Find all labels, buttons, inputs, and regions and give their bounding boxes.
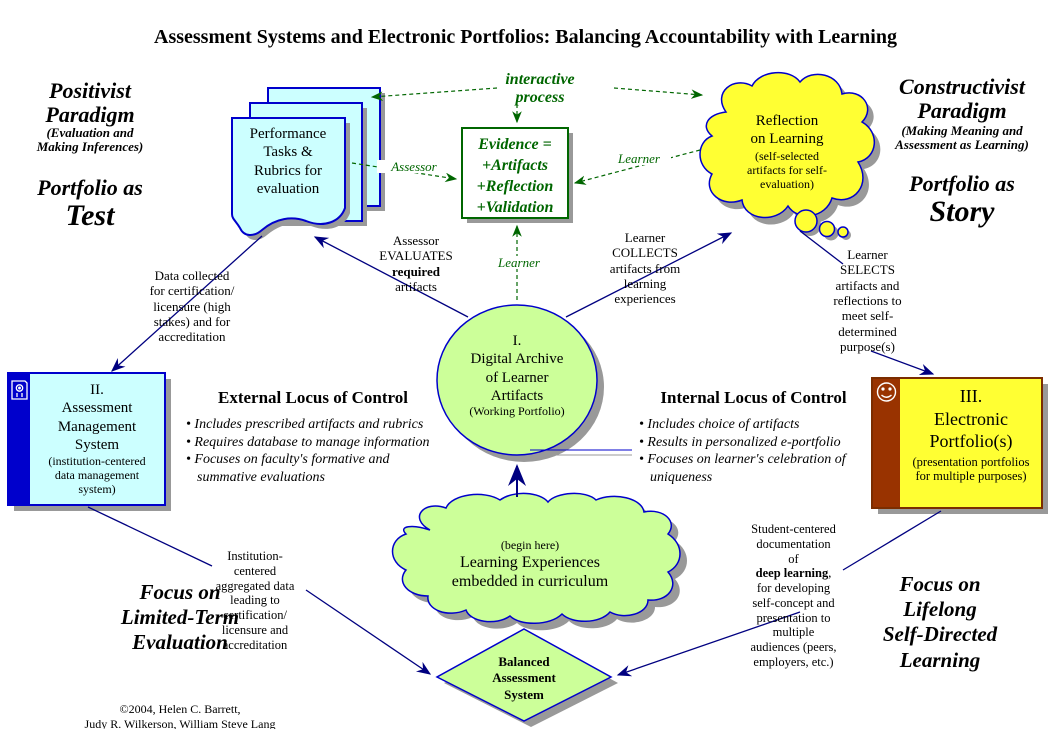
electronic-portfolio-subtitle: (presentation portfolios for multiple pu… — [912, 455, 1030, 484]
arrow-boxII-to-diamond-seg2 — [305, 589, 432, 675]
interactive-process-label: interactive process — [505, 71, 575, 107]
arrow-boxII-to-diamond-seg1 — [87, 506, 213, 567]
balanced-assessment-label: Balanced Assessment System — [492, 654, 556, 702]
learner-collects-note: Learner COLLECTS artifacts from learning… — [609, 230, 681, 307]
copyright-notice: ©2004, Helen C. Barrett, Judy R. Wilkers… — [40, 687, 320, 729]
copyright-text: ©2004, Helen C. Barrett, Judy R. Wilkers… — [84, 702, 276, 729]
institution-centered-note: Institution- centered aggregated data le… — [215, 549, 295, 652]
internal-locus-section: Internal Locus of Control Includes choic… — [636, 388, 871, 486]
navy-arrows — [87, 230, 942, 677]
learning-experiences-cloud — [391, 492, 687, 631]
page-title: Assessment Systems and Electronic Portfo… — [154, 26, 897, 48]
external-locus-bullets: Includes prescribed artifacts and rubric… — [183, 416, 443, 486]
student-centered-pre: Student-centered documentation of — [751, 522, 836, 566]
disk-icon — [11, 380, 28, 400]
internal-locus-bullet-1: Includes choice of artifacts — [636, 416, 871, 434]
arrow-cloud-to-boxIII-seg1 — [799, 230, 844, 265]
external-locus-heading: External Locus of Control — [218, 388, 408, 407]
arrow-process-to-cloud — [613, 87, 704, 99]
arrow-stack-to-boxII — [111, 235, 263, 372]
learner-bottom-label: Learner — [487, 256, 551, 269]
student-centered-note: Student-centered documentation of deep l… — [725, 522, 862, 670]
smiley-icon — [876, 382, 897, 402]
assessor-evaluates-pre: Assessor EVALUATES — [379, 233, 453, 264]
reflection-cloud-shape — [699, 71, 881, 241]
learning-experiences-title: Learning Experiences embedded in curricu… — [451, 554, 609, 591]
arrow-archive-to-cloud — [565, 232, 733, 318]
digital-archive-subtitle: (Working Portfolio) — [469, 404, 565, 418]
portfolio-as-test-label: Portfolio as — [37, 175, 143, 200]
positivist-paradigm-label: Positivist Paradigm — [45, 78, 135, 128]
performance-tasks-stack — [231, 87, 385, 241]
learner-selects-note: Learner SELECTS artifacts and reflection… — [833, 247, 902, 354]
begin-here-label: (begin here) — [500, 538, 560, 552]
assessor-evaluates-post: artifacts — [395, 278, 437, 294]
external-locus-bullet-3: Focuses on faculty's formative and summa… — [183, 451, 443, 486]
focus-limited-term-label: Focus on Limited-Term Evaluation — [120, 580, 240, 655]
external-locus-section: External Locus of Control Includes presc… — [183, 388, 443, 486]
data-collected-note: Data collected for certification/ licens… — [149, 268, 235, 345]
assessment-management-box — [7, 372, 171, 511]
arrow-learner-to-evidence — [573, 149, 701, 185]
assessor-evaluates-bold: required — [392, 263, 440, 279]
evidence-box-shape — [461, 127, 573, 223]
balanced-assessment-diamond — [435, 628, 618, 727]
arrow-boxIII-to-diamond-seg2 — [616, 611, 801, 677]
test-metaphor: Test — [65, 199, 115, 232]
constructivist-paradigm-subtitle: (Making Meaning and Assessment as Learni… — [895, 123, 1029, 153]
portfolio-as-story-label: Portfolio as — [909, 171, 1015, 196]
internal-locus-bullet-2: Results in personalized e-portfolio — [636, 434, 871, 452]
reflection-cloud-title: Reflection on Learning — [750, 113, 824, 148]
performance-tasks-label: Performance Tasks & Rubrics for evaluati… — [249, 126, 327, 197]
internal-locus-bullets: Includes choice of artifacts Results in … — [636, 416, 871, 486]
arrow-boxIII-to-diamond-seg1 — [842, 510, 942, 571]
internal-locus-bullet-3: Focuses on learner's celebration of uniq… — [636, 451, 871, 486]
external-locus-bullet-1: Includes prescribed artifacts and rubric… — [183, 416, 443, 434]
constructivist-paradigm-label: Constructivist Paradigm — [899, 74, 1025, 124]
focus-lifelong-label: Focus on Lifelong Self-Directed Learning — [882, 572, 998, 672]
assessor-evaluates-note: Assessor EVALUATES required artifacts — [366, 233, 466, 294]
external-locus-bullet-2: Requires database to manage information — [183, 434, 443, 452]
story-metaphor: Story — [929, 195, 995, 228]
digital-archive-ellipse — [436, 304, 632, 462]
student-centered-bold: deep learning — [755, 566, 829, 581]
arrow-archive-to-stack — [313, 236, 469, 318]
student-centered-post: , for developing self-concept and presen… — [750, 566, 837, 669]
evidence-formula: Evidence = +Artifacts +Reflection +Valid… — [476, 136, 554, 217]
electronic-portfolio-box — [871, 377, 1048, 514]
digital-archive-title: I. Digital Archive of Learner Artifacts — [470, 333, 564, 404]
assessor-label: Assessor — [377, 160, 451, 173]
internal-locus-heading: Internal Locus of Control — [660, 388, 847, 407]
assessment-management-subtitle: (institution-centered data management sy… — [48, 454, 146, 496]
assessment-management-title: II. Assessment Management System — [57, 382, 137, 453]
learner-right-label: Learner — [607, 152, 671, 165]
positivist-paradigm-subtitle: (Evaluation and Making Inferences) — [36, 125, 144, 155]
reflection-cloud-subtitle: (self-selected artifacts for self- evalu… — [747, 149, 827, 191]
arrow-cloud-to-boxIII-seg2 — [870, 350, 935, 375]
electronic-portfolio-title: III. Electronic Portfolio(s) — [929, 386, 1013, 451]
